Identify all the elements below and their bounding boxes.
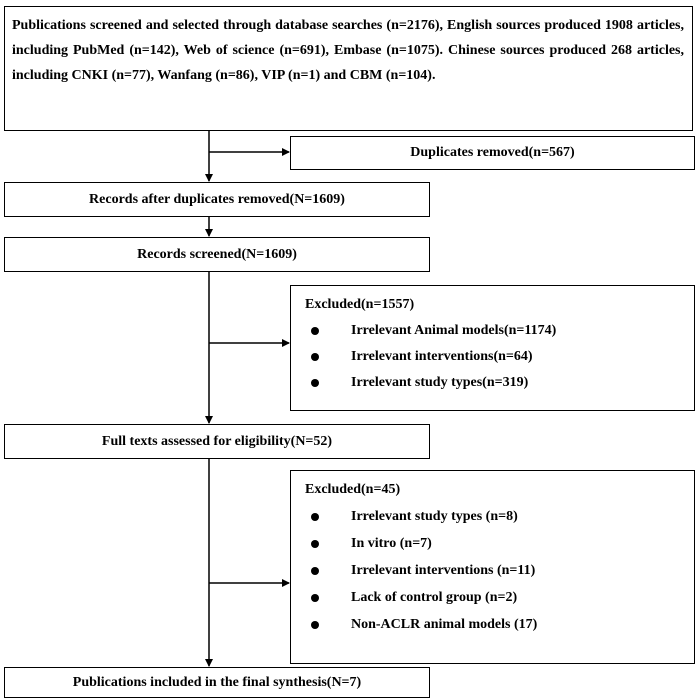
after-duplicates-text: Records after duplicates removed(N=1609) bbox=[89, 191, 345, 207]
final-synthesis-text: Publications included in the final synth… bbox=[72, 674, 362, 690]
exclusion-2-item-label: Irrelevant interventions (n=11) bbox=[351, 563, 536, 578]
exclusion-1-item: Irrelevant interventions(n=64) bbox=[305, 344, 694, 370]
full-text-text: Full texts assessed for eligibility(N=52… bbox=[101, 433, 333, 449]
exclusion-2-item: Lack of control group (n=2) bbox=[305, 584, 694, 611]
full-text-box: Full texts assessed for eligibility(N=52… bbox=[4, 424, 430, 459]
bullet-icon bbox=[311, 353, 319, 361]
bullet-icon bbox=[311, 621, 319, 629]
exclusion-box-1: Excluded(n=1557) Irrelevant Animal model… bbox=[290, 285, 695, 411]
bullet-icon bbox=[311, 567, 319, 575]
exclusion-2-list: Irrelevant study types (n=8) In vitro (n… bbox=[305, 503, 694, 638]
exclusion-1-title: Excluded(n=1557) bbox=[305, 297, 415, 312]
exclusion-2-item: Non-ACLR animal models (17) bbox=[305, 611, 694, 638]
exclusion-1-item-label: Irrelevant Animal models(n=1174) bbox=[351, 323, 557, 338]
exclusion-1-item-label: Irrelevant interventions(n=64) bbox=[351, 349, 533, 364]
after-duplicates-box: Records after duplicates removed(N=1609) bbox=[4, 182, 430, 217]
exclusion-2-item: Irrelevant interventions (n=11) bbox=[305, 557, 694, 584]
exclusion-1-list: Irrelevant Animal models(n=1174) Irrelev… bbox=[305, 318, 694, 396]
exclusion-1-item: Irrelevant study types(n=319) bbox=[305, 370, 694, 396]
exclusion-2-item: In vitro (n=7) bbox=[305, 530, 694, 557]
duplicates-text: Duplicates removed(n=567) bbox=[410, 145, 575, 160]
exclusion-2-item-label: Non-ACLR animal models (17) bbox=[351, 617, 538, 632]
screened-text: Records screened(N=1609) bbox=[137, 246, 297, 262]
exclusion-box-2: Excluded(n=45) Irrelevant study types (n… bbox=[290, 470, 695, 664]
exclusion-2-item-label: In vitro (n=7) bbox=[351, 536, 432, 551]
exclusion-2-item: Irrelevant study types (n=8) bbox=[305, 503, 694, 530]
search-box: Publications screened and selected throu… bbox=[4, 6, 693, 131]
exclusion-2-item-label: Irrelevant study types (n=8) bbox=[351, 509, 518, 524]
exclusion-1-item: Irrelevant Animal models(n=1174) bbox=[305, 318, 694, 344]
exclusion-1-item-label: Irrelevant study types(n=319) bbox=[351, 375, 529, 390]
final-synthesis-box: Publications included in the final synth… bbox=[4, 667, 430, 698]
bullet-icon bbox=[311, 379, 319, 387]
bullet-icon bbox=[311, 327, 319, 335]
screened-box: Records screened(N=1609) bbox=[4, 237, 430, 272]
duplicates-box: Duplicates removed(n=567) bbox=[290, 136, 695, 170]
bullet-icon bbox=[311, 513, 319, 521]
bullet-icon bbox=[311, 540, 319, 548]
search-text: Publications screened and selected throu… bbox=[12, 18, 684, 83]
exclusion-2-title: Excluded(n=45) bbox=[305, 482, 401, 497]
bullet-icon bbox=[311, 594, 319, 602]
exclusion-2-item-label: Lack of control group (n=2) bbox=[351, 590, 518, 605]
